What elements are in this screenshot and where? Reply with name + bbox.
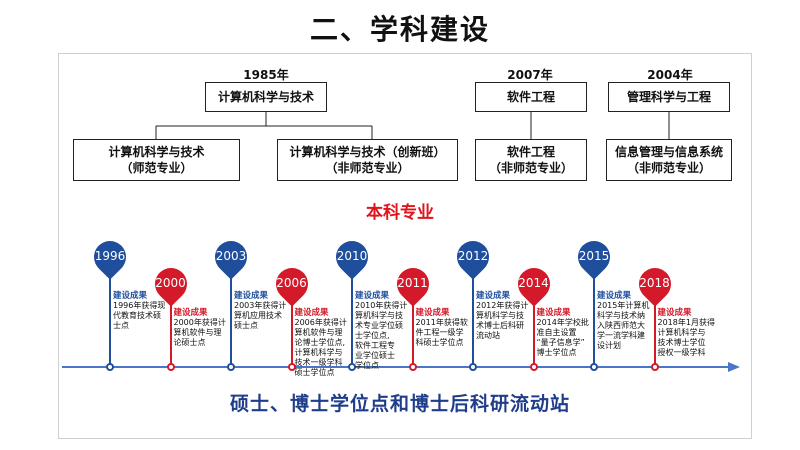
box-cs-normal: 计算机科学与技术 （师范专业） xyxy=(73,139,240,181)
timeline-stem xyxy=(653,296,656,367)
timeline-year-1996: 1996 xyxy=(94,249,126,263)
achievement-title: 建设成果 xyxy=(415,308,450,318)
achievement-desc: 2006年获得计 算机软件与理 论博士学位点, 计算机科学与 技术一级学科 硕士… xyxy=(294,318,347,377)
timeline-stem xyxy=(169,296,172,367)
timeline-node xyxy=(469,363,477,371)
year-2004: 2004年 xyxy=(647,68,693,82)
timeline-stem xyxy=(290,296,293,367)
page-title: 二、学科建设 xyxy=(309,13,490,46)
timeline-node xyxy=(227,363,235,371)
achievement-title: 建设成果 xyxy=(476,291,511,301)
timeline-year-2012: 2012 xyxy=(457,249,489,263)
undergrad-label: 本科专业 xyxy=(366,203,434,223)
timeline-stem xyxy=(472,269,474,367)
timeline-stem xyxy=(351,269,353,367)
timeline-year-2011: 2011 xyxy=(397,276,428,290)
achievement-desc: 2018年1月获得 计算机科学与 技术博士学位 授权一级学科 xyxy=(657,318,715,357)
box-se-bottom: 软件工程 （非师范专业） xyxy=(475,139,587,181)
achievement-desc: 2010年获得计 算机科学与技 术专业学位硕 士学位点, 软件工程专 业学位硕士… xyxy=(355,301,408,370)
timeline-node xyxy=(106,363,114,371)
timeline-node xyxy=(348,363,356,371)
achievement-title: 建设成果 xyxy=(113,291,148,301)
achievement-title: 建设成果 xyxy=(234,291,269,301)
box-se-bottom-line2: （非师范专业） xyxy=(488,161,573,175)
achievement-title: 建设成果 xyxy=(355,291,390,301)
achievement-desc: 2003年获得计 算机应用技术 硕士点 xyxy=(234,301,287,330)
timeline-year-2015: 2015 xyxy=(578,249,610,263)
bottom-label: 硕士、博士学位点和博士后科研流动站 xyxy=(229,393,570,415)
box-ms-top: 管理科学与工程 xyxy=(608,82,730,112)
year-1985: 1985年 xyxy=(243,68,289,82)
box-se-top-label: 软件工程 xyxy=(506,90,555,104)
box-cs-innovation-line1: 计算机科学与技术（创新班） xyxy=(289,145,446,159)
box-cs-innovation-line2: （非师范专业） xyxy=(325,161,410,175)
timeline-year-2006: 2006 xyxy=(276,276,307,290)
timeline-stem xyxy=(411,296,414,367)
achievement-title: 建设成果 xyxy=(597,291,632,301)
achievement-desc: 2011年获得软 件工程一级学 科硕士学位点 xyxy=(415,318,468,347)
achievement-desc: 2000年获得计 算机软件与理 论硕士点 xyxy=(173,318,226,347)
timeline-node xyxy=(529,363,538,371)
achievement-desc: 2015年计算机 科学与技术纳 入陕西师范大 学一流学科建 设计划 xyxy=(597,301,650,350)
year-2007: 2007年 xyxy=(507,68,553,82)
box-ims-line1: 信息管理与信息系统 xyxy=(614,145,723,159)
achievement-title: 建设成果 xyxy=(657,308,692,318)
timeline-stem xyxy=(532,296,535,367)
timeline-node xyxy=(590,363,598,371)
timeline-year-2018: 2018 xyxy=(639,276,670,290)
timeline-node xyxy=(650,363,659,371)
timeline-stem xyxy=(109,269,111,367)
achievement-title: 建设成果 xyxy=(173,308,208,318)
timeline-stem xyxy=(593,269,595,367)
timeline-stem xyxy=(230,269,232,367)
achievement-desc: 2014年学校批 准自主设置 “量子信息学” 博士学位点 xyxy=(536,318,589,357)
box-cs-root-label: 计算机科学与技术 xyxy=(217,90,314,104)
timeline-node xyxy=(166,363,175,371)
timeline-node xyxy=(408,363,417,371)
box-cs-normal-line1: 计算机科学与技术 xyxy=(108,145,205,159)
achievement-title: 建设成果 xyxy=(536,308,571,318)
timeline-year-2003: 2003 xyxy=(215,249,247,263)
box-cs-innovation: 计算机科学与技术（创新班） （非师范专业） xyxy=(277,139,458,181)
box-se-bottom-line1: 软件工程 xyxy=(506,145,555,159)
timeline-node xyxy=(287,363,296,371)
box-ims-line2: （非师范专业） xyxy=(626,161,711,175)
timeline-year-2010: 2010 xyxy=(336,249,368,263)
timeline-year-2014: 2014 xyxy=(518,276,549,290)
box-ims: 信息管理与信息系统 （非师范专业） xyxy=(606,139,732,181)
box-se-top: 软件工程 xyxy=(475,82,587,112)
achievement-desc: 2012年获得计 算机科学与技 术博士后科研 流动站 xyxy=(476,301,529,340)
achievement-title: 建设成果 xyxy=(294,308,329,318)
diagram-frame xyxy=(58,53,752,439)
box-ms-top-label: 管理科学与工程 xyxy=(626,90,711,104)
box-cs-normal-line2: （师范专业） xyxy=(120,161,193,175)
timeline-year-2000: 2000 xyxy=(155,276,186,290)
box-cs-root: 计算机科学与技术 xyxy=(205,82,327,112)
achievement-desc: 1996年获得现 代教育技术硕 士点 xyxy=(113,301,166,330)
